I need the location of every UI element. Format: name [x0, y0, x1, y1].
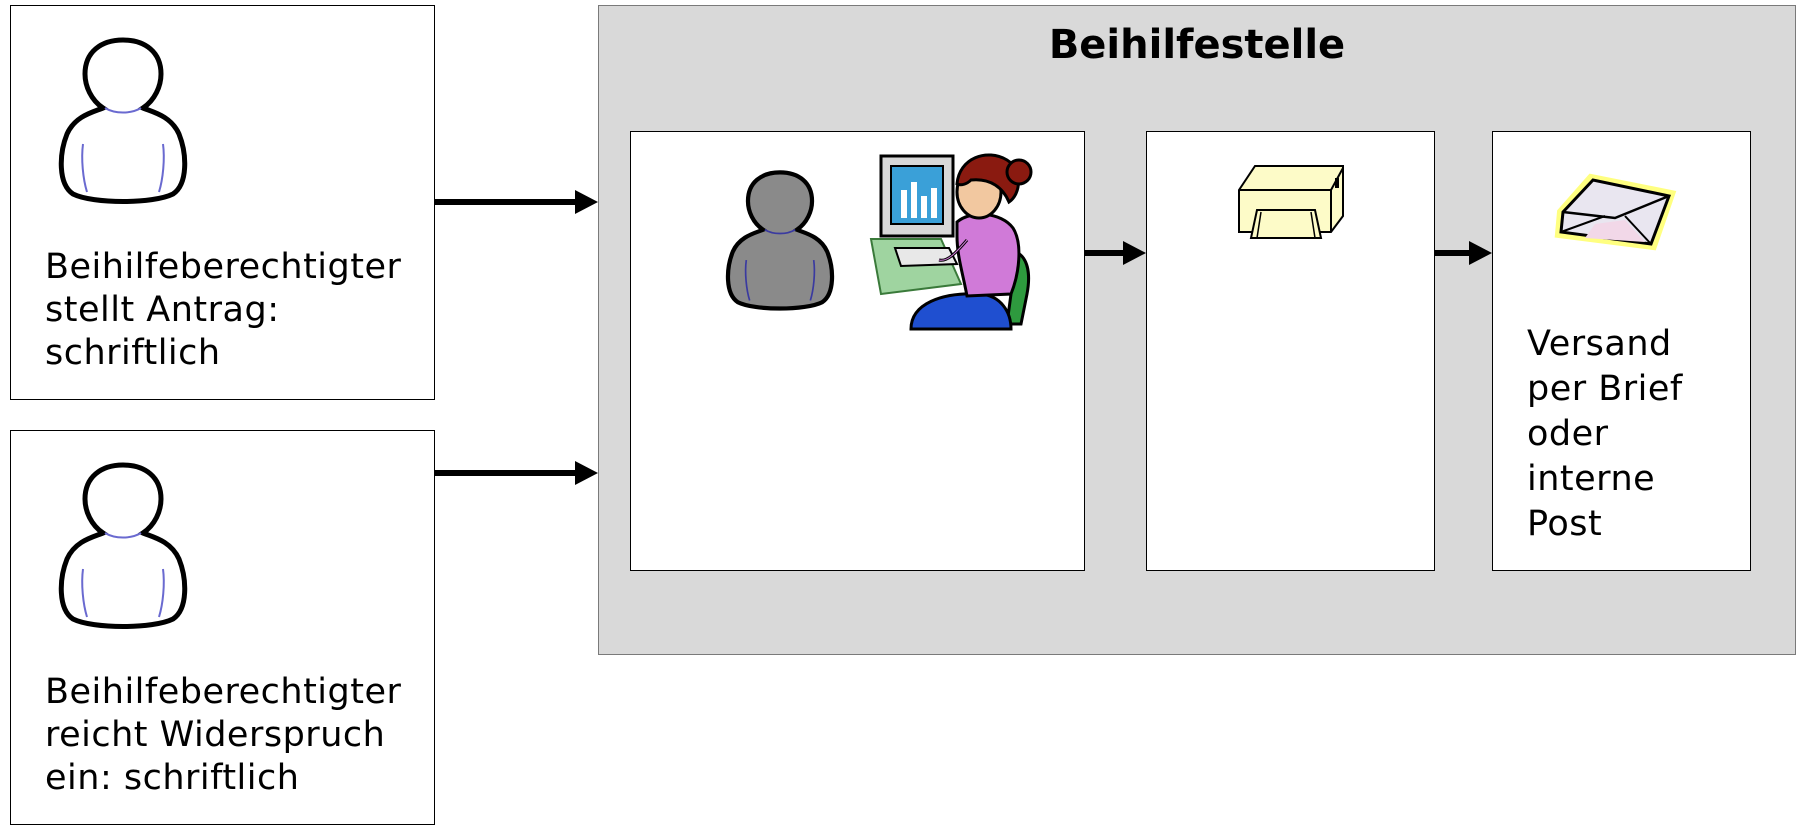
- actor-label-line: reicht Widerspruch: [45, 715, 386, 755]
- actor-box-widerspruch: Beihilfeberechtigter reicht Widerspruch …: [10, 430, 435, 825]
- actor-label: Beihilfeberechtigter stellt Antrag: schr…: [45, 246, 401, 375]
- actor-label: Beihilfeberechtigter reicht Widerspruch …: [45, 671, 401, 800]
- actor-box-antrag: Beihilfeberechtigter stellt Antrag: schr…: [10, 5, 435, 400]
- arrow-antrag-to-office: [435, 190, 598, 214]
- dispatch-label: Versand per Brief oder interne Post: [1527, 322, 1683, 547]
- woman-at-computer-icon: [869, 153, 1033, 331]
- arrow-processing-to-printing: [1085, 241, 1146, 265]
- actor-label-line: stellt Antrag:: [45, 290, 280, 330]
- envelope-icon: [1554, 173, 1677, 251]
- actor-label-line: Beihilfeberechtigter: [45, 247, 402, 287]
- person-gray-icon: [725, 170, 835, 311]
- actor-label-line: Beihilfeberechtigter: [45, 672, 402, 712]
- actor-label-line: ein: schriftlich: [45, 758, 300, 798]
- dispatch-label-line: oder: [1527, 414, 1609, 454]
- dispatch-box: Versand per Brief oder interne Post: [1492, 131, 1751, 571]
- person-outline-icon: [58, 37, 188, 204]
- arrow-widerspruch-to-office: [435, 461, 598, 485]
- actor-label-line: schriftlich: [45, 333, 221, 373]
- dispatch-label-line: interne: [1527, 459, 1656, 499]
- dispatch-label-line: per Brief: [1527, 369, 1683, 409]
- arrow-printing-to-dispatch: [1435, 241, 1492, 265]
- processing-box: [630, 131, 1085, 571]
- dispatch-label-line: Versand: [1527, 324, 1672, 364]
- person-outline-icon: [58, 462, 188, 629]
- dispatch-label-line: Post: [1527, 504, 1603, 544]
- printer-icon: [1238, 165, 1344, 239]
- office-title: Beihilfestelle: [1048, 22, 1346, 68]
- printing-box: [1146, 131, 1435, 571]
